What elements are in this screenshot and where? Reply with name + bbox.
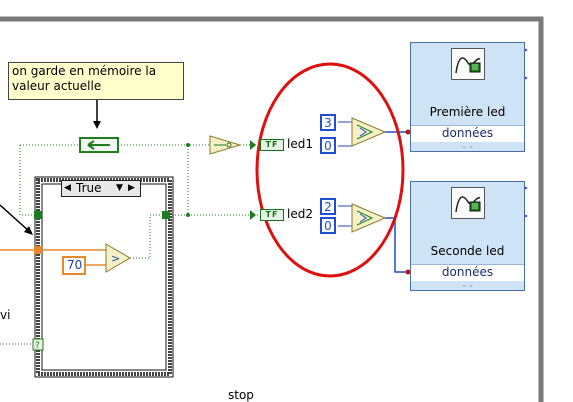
pointer-arrow	[0, 204, 31, 233]
vi-chip-icon	[451, 48, 485, 80]
comment-arrowhead	[93, 121, 101, 129]
led2-label: led2	[287, 207, 313, 221]
array-wires-inner	[338, 121, 353, 227]
expand-chevron-icon[interactable]: ⌄⌄	[460, 280, 475, 289]
subvi-title: Seconde led	[430, 244, 505, 258]
wire-end-dot	[405, 129, 411, 135]
comment-line-2: valeur actuelle	[12, 79, 102, 93]
array-constant-top-1[interactable]: 0	[320, 137, 336, 154]
case-next-arrow-icon[interactable]: ▶	[128, 183, 135, 193]
pointer-arrowhead	[24, 226, 33, 235]
case-prev-arrow-icon[interactable]: ◀	[64, 183, 71, 193]
led1-label: led1	[287, 137, 313, 151]
svg-text:>: >	[111, 252, 120, 265]
case-selector-value: True	[76, 181, 102, 195]
array-wires	[385, 131, 410, 273]
led1-terminal-arrow	[250, 140, 256, 150]
case-tunnel-left	[34, 211, 42, 219]
stop-label: stop	[228, 388, 254, 402]
array-constant-bottom-0[interactable]: 2	[320, 198, 336, 215]
led1-terminal[interactable]: TF	[260, 139, 284, 151]
subvi-title: Première led	[429, 105, 506, 119]
cropped-label-left: vi	[0, 308, 11, 322]
array-constant-top-0[interactable]: 3	[320, 114, 336, 131]
led2-terminal[interactable]: TF	[260, 209, 284, 221]
led2-terminal-arrow	[250, 210, 256, 220]
not-gate	[209, 135, 242, 155]
select-node-bottom	[351, 203, 387, 233]
annotation-ellipse	[255, 62, 405, 278]
vi-chip-icon	[451, 187, 485, 219]
while-loop-frame	[0, 16, 544, 402]
feedback-node	[79, 137, 119, 153]
wire-junction	[186, 143, 190, 147]
wire-end-dot	[405, 269, 411, 275]
subvi-port[interactable]: données	[411, 264, 524, 281]
expand-chevron-icon[interactable]: ⌄⌄	[460, 141, 475, 150]
comment-line-1: on garde en mémoire la	[12, 64, 157, 78]
array-constant-bottom-1[interactable]: 0	[320, 217, 336, 234]
case-tunnel-numeric	[34, 246, 42, 254]
select-node-top	[351, 117, 387, 147]
case-dropdown-icon[interactable]: ▼	[116, 183, 123, 193]
subvi-premiere-led[interactable]: Première led données ⌄⌄	[410, 42, 525, 152]
diagram-comment: on garde en mémoire la valeur actuelle	[8, 62, 184, 100]
subvi-port[interactable]: données	[411, 125, 524, 142]
threshold-constant[interactable]: 70	[62, 256, 86, 275]
wire-junction	[186, 213, 190, 217]
svg-text:?: ?	[35, 341, 40, 351]
case-tunnel-right	[162, 211, 170, 219]
subvi-seconde-led[interactable]: Seconde led données ⌄⌄	[410, 181, 525, 291]
greater-than-node: >	[105, 243, 131, 273]
case-structure-frame	[34, 176, 174, 378]
case-selector[interactable]: ◀ True ▼ ▶	[61, 180, 141, 197]
case-selector-terminal	[32, 338, 44, 351]
